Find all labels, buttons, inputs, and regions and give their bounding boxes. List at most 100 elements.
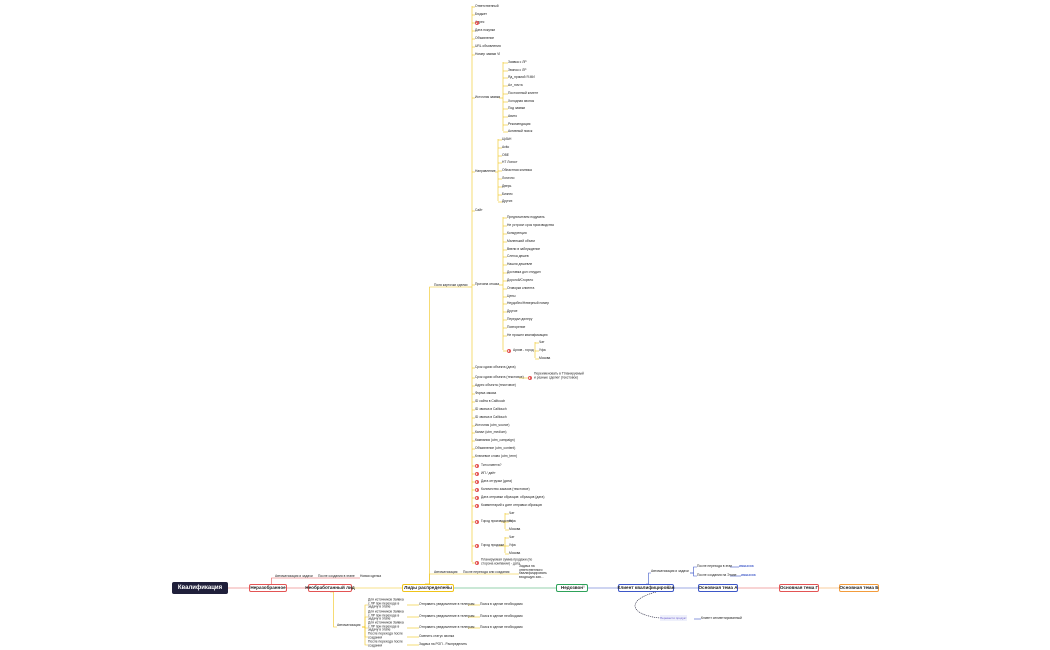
rule-action-node[interactable]: Отправить уведомление в телеграм <box>419 602 475 606</box>
refusal-reason-option[interactable]: Предпочитаем подумать <box>507 215 545 219</box>
deal-field[interactable]: ID звонка в Calltouch <box>475 415 507 419</box>
stage-topic-a[interactable]: Основная тема А <box>698 584 738 592</box>
deal-field[interactable]: Тип клиента? <box>481 463 502 467</box>
direction-option[interactable]: ОВЕ <box>502 153 509 157</box>
source-option[interactable]: Ал_почта <box>508 83 523 87</box>
refusal-reason-option[interactable]: Конкуренция <box>507 231 527 235</box>
webhook-link[interactable]: WEBHOOK <box>739 564 754 568</box>
stage-unprocessed-lead[interactable]: Необработанный лид <box>305 584 355 592</box>
deal-field[interactable]: ID сайта в Calltouch <box>475 399 506 403</box>
after-create-node[interactable]: После создания на Этапе <box>697 573 737 577</box>
deal-field[interactable]: Ключевое слово (utm_term) <box>475 454 518 458</box>
source-option[interactable]: Заявка с ЛР <box>508 60 527 64</box>
automation-tasks-node[interactable]: Автоматизация и задачи <box>651 569 689 573</box>
city-option[interactable]: Москва <box>509 551 521 555</box>
stage-leads-distributed[interactable]: Лиды распределены <box>402 584 454 592</box>
deal-field[interactable]: Срок сдачи объекта (текстовое) <box>475 375 524 379</box>
stage-topic-g[interactable]: Основная тема Г <box>779 584 819 592</box>
deal-field[interactable]: Адрес <box>475 20 485 24</box>
rule-action-node[interactable]: Отправить уведомление в телеграм <box>419 625 475 629</box>
production-city-group[interactable]: Город производства <box>481 519 512 523</box>
deal-field[interactable]: Канал (utm_medium) <box>475 430 507 434</box>
after-move-node[interactable]: После перехода в этап <box>697 564 733 568</box>
rule-condition-node[interactable]: После перехода после создания <box>368 631 403 639</box>
rule-result-node[interactable]: Поиск в сделке необходимо <box>480 625 523 629</box>
rule-result-node[interactable]: Поиск в сделке необходимо <box>480 614 523 618</box>
deal-field[interactable]: Ответственный <box>475 4 499 8</box>
deal-field[interactable]: Количество заказов (текстовое) <box>481 487 530 491</box>
rule-action-node[interactable]: Отправить уведомление в телеграм <box>419 614 475 618</box>
automation-tasks-node[interactable]: Автоматизация и задачи <box>275 574 313 578</box>
direction-option[interactable]: Бизнес <box>502 192 513 196</box>
automation-node[interactable]: Автоматизация <box>337 623 361 627</box>
direction-option[interactable]: Логично <box>502 176 515 180</box>
deal-field[interactable]: Кампания (utm_campaign) <box>475 438 515 442</box>
sale-city-group[interactable]: Город продажи <box>481 543 505 547</box>
deal-field[interactable]: Дата отправки образцов: образцов (дата) <box>481 495 545 499</box>
refusal-reason-option[interactable]: Нашли дешевле <box>507 262 533 266</box>
source-option[interactable]: Под заявки <box>508 106 526 110</box>
city-option[interactable]: Уфа <box>539 348 546 352</box>
direction-option[interactable]: Других <box>502 199 513 203</box>
refusal-reason-option[interactable]: Цены <box>507 294 516 298</box>
deal-field[interactable]: Сайт <box>475 208 483 212</box>
root-node[interactable]: Квалификация <box>172 582 228 594</box>
source-option[interactable]: Звонок с ЛР <box>508 68 527 72</box>
children-count-badge[interactable]: 35 <box>667 585 670 589</box>
city-option[interactable]: Москва <box>509 527 521 531</box>
refusal-reason-option[interactable]: Дорогой/Сгорело <box>507 278 534 282</box>
deal-field[interactable]: ID звонка в Calltouch <box>475 407 507 411</box>
stage-unsorted[interactable]: Неразобранное <box>249 584 287 592</box>
direction-option[interactable]: Областная клиника <box>502 168 532 172</box>
deal-field[interactable]: Бюджет <box>475 12 487 16</box>
task-node[interactable]: Задача на ответственного: Квалифицироват… <box>519 563 547 579</box>
after-create-node[interactable]: После создания в этапе <box>318 574 355 578</box>
rename-note-node[interactable]: Переименовать в 'Планируемый и разные сд… <box>534 371 584 379</box>
refusal-reason-option[interactable]: Слегка дешев <box>507 254 529 258</box>
children-count-badge[interactable]: 35 <box>582 585 585 589</box>
source-option[interactable]: Авито <box>508 114 518 118</box>
refusal-reason-option[interactable]: Повторение <box>507 325 526 329</box>
refusal-reason-option[interactable]: Передал дилеру <box>507 317 533 321</box>
direction-option[interactable]: Дверь <box>502 184 512 188</box>
new-deal-node[interactable]: Новая сделка <box>360 574 382 578</box>
deal-fields-group[interactable]: Поля карточки сделки <box>434 283 468 287</box>
source-option[interactable]: Холодная звонок <box>508 99 535 103</box>
rule-condition-node[interactable]: Для источников Заявка с ЛР при переходе … <box>368 597 404 609</box>
refusal-reason-option[interactable]: Не прошел квалификацию <box>507 333 548 337</box>
stage-client-qualified[interactable]: Клиент квалифицирован <box>617 584 675 592</box>
source-option[interactable]: Активный поиск <box>508 129 533 133</box>
city-option[interactable]: Чат <box>509 511 515 515</box>
direction-group[interactable]: Направление <box>475 169 496 173</box>
source-option[interactable]: Постоянный клиент <box>508 91 539 95</box>
rule-result-node[interactable]: Поиск в сделке необходимо <box>480 602 523 606</box>
source-option[interactable]: Яд_прямой Я.МИ <box>508 75 535 79</box>
rule-action-node[interactable]: Сменить статус звонка <box>419 634 455 638</box>
after-create-node[interactable]: После перехода или создания <box>463 570 510 574</box>
rule-condition-node[interactable]: После перехода после создания <box>368 639 403 647</box>
transfer-product-node[interactable]: Перевести продукт <box>660 615 687 621</box>
deal-field[interactable]: ИП / даёт <box>481 471 496 475</box>
rule-action-node[interactable]: Задача на РОП - Распределить <box>419 642 468 646</box>
deal-field[interactable]: Объявление (utm_content) <box>475 446 516 450</box>
source-group[interactable]: Источник заявки <box>475 95 501 99</box>
city-option[interactable]: Чат <box>539 340 545 344</box>
refusal-reason-option[interactable]: Оговорки клиента <box>507 286 535 290</box>
refusal-reason-option[interactable]: Другое <box>507 309 518 313</box>
direction-option[interactable]: Avito <box>502 145 510 149</box>
deal-field[interactable]: Дата отгрузки (дата) <box>481 479 513 483</box>
archive-city-node[interactable]: Архив - город <box>513 348 534 352</box>
segmented-client-node[interactable]: Клиент сегментированный <box>701 616 742 620</box>
source-option[interactable]: Рекомендация <box>508 122 531 126</box>
deal-field[interactable]: Форма заказа <box>475 391 497 395</box>
refusal-reason-option[interactable]: Не устроил срок производства <box>507 223 554 227</box>
webhook-link[interactable]: WEBHOOK <box>741 573 756 577</box>
direction-option[interactable]: ЦИАН <box>502 137 512 141</box>
city-option[interactable]: Чат <box>509 535 515 539</box>
deal-field[interactable]: Источник (utm_source) <box>475 423 510 427</box>
deal-field[interactable]: Срок сдачи объекта (дата) <box>475 365 516 369</box>
stage-topic-b[interactable]: Основная тема Б <box>839 584 879 592</box>
deal-field[interactable]: Номер заявки VI <box>475 52 501 56</box>
city-option[interactable]: Москва <box>539 356 551 360</box>
